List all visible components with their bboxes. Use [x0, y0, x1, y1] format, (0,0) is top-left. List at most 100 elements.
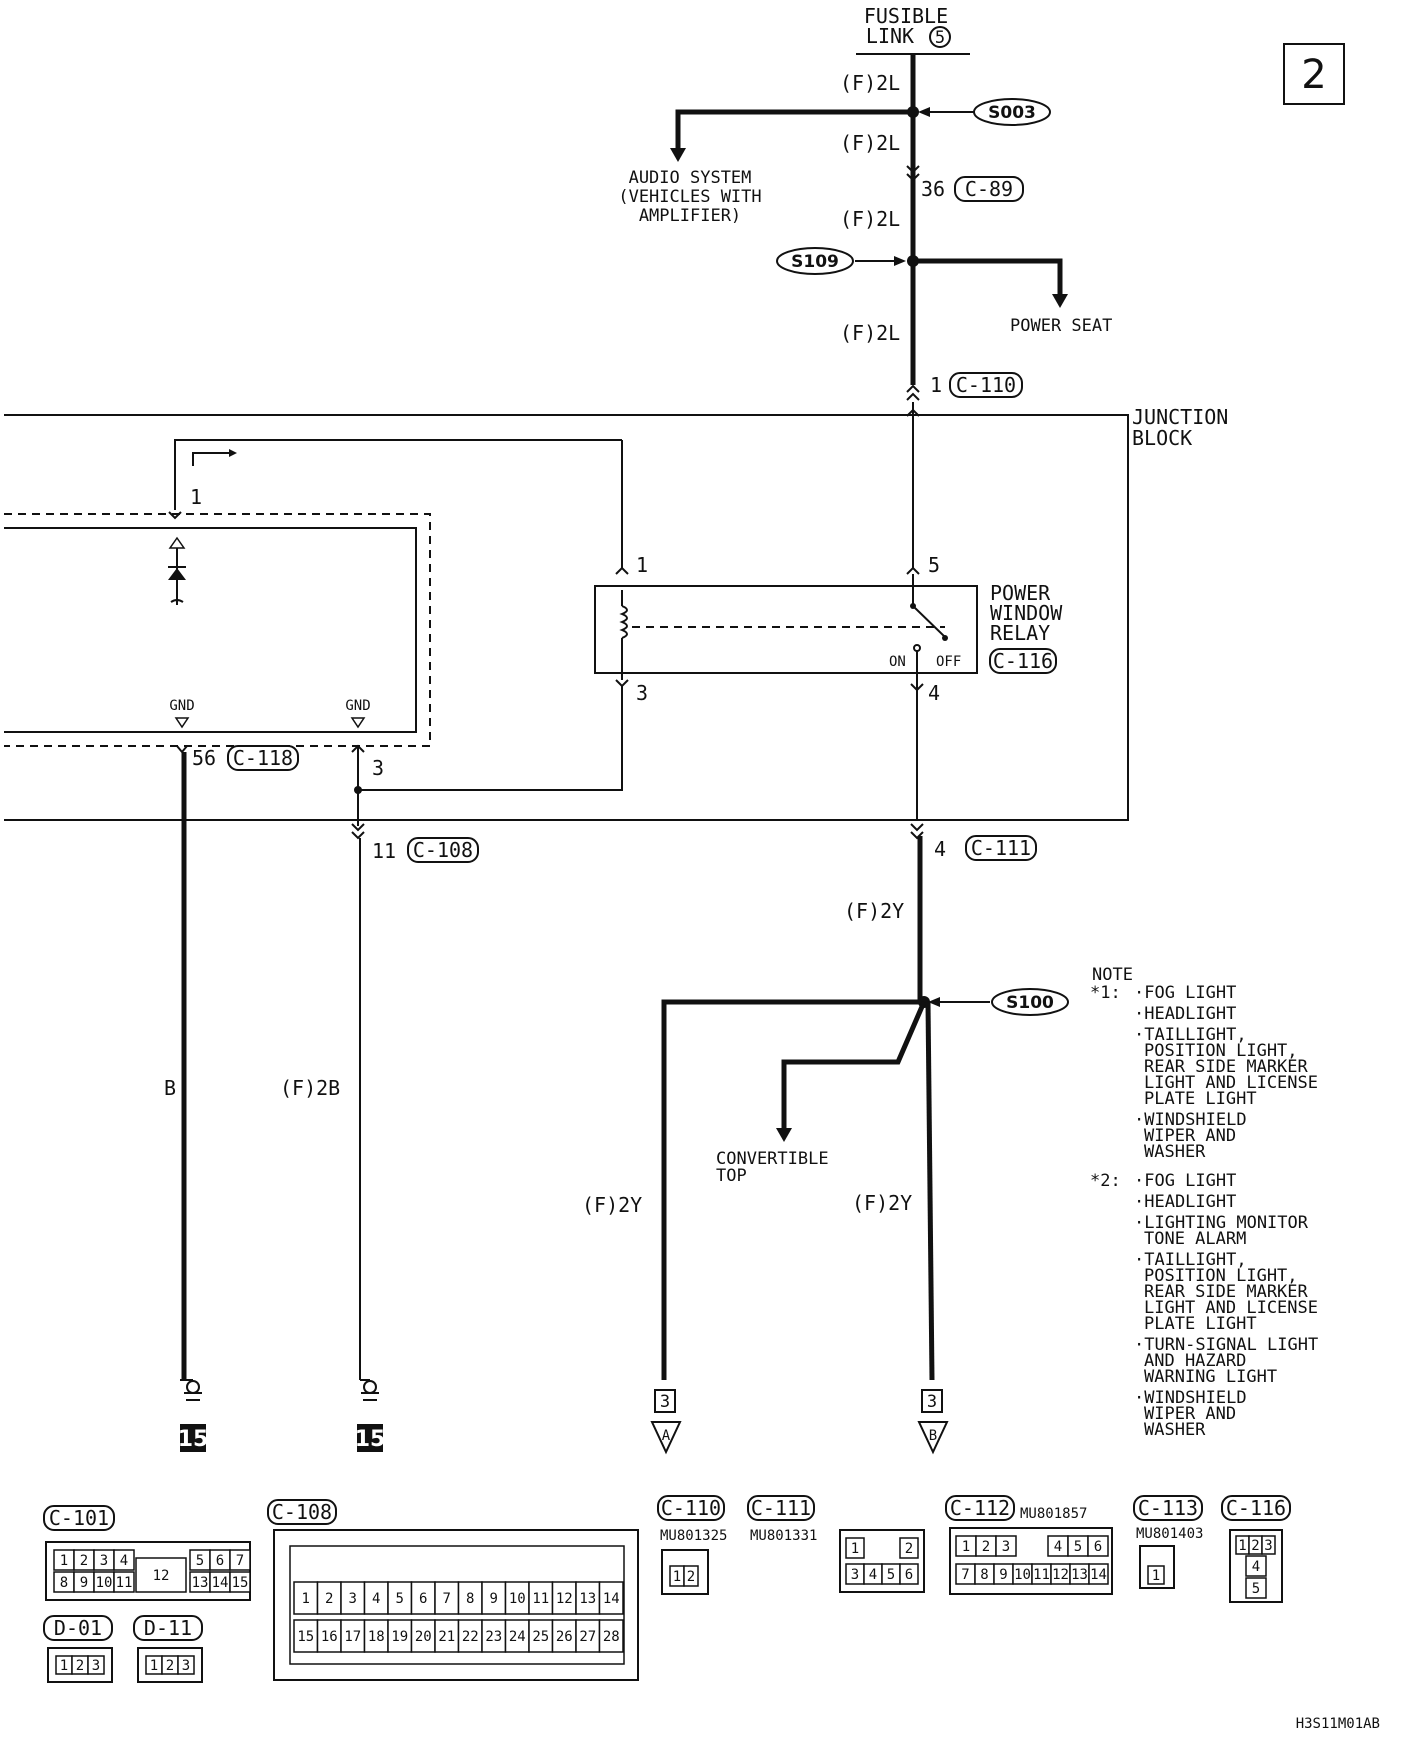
diagram-id: H3S11M01AB	[1296, 1716, 1380, 1732]
c108-label: C-108	[413, 838, 473, 862]
c116v-pin-number: 3	[1264, 1538, 1272, 1554]
wire-f2l-2: (F)2L	[840, 131, 900, 155]
relay-coil-icon	[619, 605, 628, 639]
c101-pin-number: 15	[232, 1575, 249, 1591]
c108-pin-number: 19	[391, 1629, 408, 1645]
note-title: NOTE	[1092, 965, 1133, 985]
gnd-label-1: GND	[169, 698, 194, 714]
c111v-housing	[839, 1529, 925, 1593]
audio-label-3: AMPLIFIER)	[639, 206, 741, 226]
junction-block-outline	[4, 414, 1129, 821]
c112v-pin-number: 14	[1090, 1567, 1107, 1583]
power-seat-label: POWER SEAT	[1010, 316, 1112, 336]
power-seat-arrow-icon	[1052, 294, 1068, 308]
c108-pin-number: 2	[325, 1591, 333, 1607]
d11-tag	[133, 1615, 203, 1641]
c108-pin-number: 27	[579, 1629, 596, 1645]
c108-pin-number: 22	[462, 1629, 479, 1645]
wire-f2l-4: (F)2L	[840, 321, 900, 345]
c116-label: C-116	[993, 649, 1053, 673]
wire-f2y-1: (F)2Y	[844, 899, 904, 923]
note-1-item: REAR SIDE MARKER	[1144, 1057, 1309, 1077]
c111v-pin	[899, 1563, 919, 1585]
c112v-label: C-112	[950, 1496, 1010, 1520]
c113v-pin	[1147, 1565, 1165, 1585]
c110v-pin	[683, 1565, 699, 1587]
relay-on-label: ON	[889, 654, 906, 670]
note-1-item: PLATE LIGHT	[1144, 1089, 1257, 1109]
c101-pin-number: 1	[60, 1553, 68, 1569]
note-1-item: ·FOG LIGHT	[1134, 983, 1236, 1003]
c108-housing	[273, 1529, 639, 1681]
offpage-a-box	[654, 1389, 676, 1413]
output-wire-a	[661, 999, 924, 1380]
c108-pin-number: 18	[368, 1629, 385, 1645]
c116v-tag	[1221, 1495, 1291, 1521]
c108-pin-number: 17	[344, 1629, 361, 1645]
wire-f2b-label: (F)2B	[280, 1076, 340, 1100]
c110-label: C-110	[956, 373, 1016, 397]
c112v-pin-number: 12	[1052, 1567, 1069, 1583]
power-seat-branch-wire	[913, 258, 1063, 296]
c112v-pin-number: 5	[1074, 1539, 1082, 1555]
c89-chevron-icon	[906, 165, 920, 174]
wire-f2l-1: (F)2L	[840, 71, 900, 95]
relay-pin1-chevron-icon	[615, 566, 629, 575]
c110v-pin-number: 2	[687, 1569, 695, 1585]
c110-tag	[949, 372, 1023, 398]
note-2-item: TONE ALARM	[1144, 1229, 1246, 1249]
c108-pin-number: 11	[532, 1591, 549, 1607]
c110v-label: C-110	[661, 1496, 721, 1520]
c108-pin-number: 15	[297, 1629, 314, 1645]
c116v-label: C-116	[1226, 1496, 1286, 1520]
offpage-b-box	[921, 1389, 943, 1413]
note-2-item: ·WINDSHIELD	[1134, 1388, 1247, 1408]
relay-name-3: RELAY	[990, 621, 1050, 645]
note-2-item: ·TAILLIGHT,	[1134, 1250, 1247, 1270]
splice-s109	[776, 247, 854, 275]
c101-pin-number: 3	[100, 1553, 108, 1569]
note-2-key: *2:	[1090, 1171, 1121, 1191]
convertible-branch-wire	[781, 1001, 927, 1130]
c108-tag	[407, 837, 479, 863]
note-2-item: ·TURN-SIGNAL LIGHT	[1134, 1335, 1318, 1355]
c101-housing	[45, 1541, 251, 1601]
c108-pin: 11	[372, 839, 396, 863]
gnd-triangle-icon-2	[350, 717, 366, 729]
left-unit-inner-outline	[4, 527, 417, 733]
c112v-part-number: MU801857	[1020, 1506, 1087, 1522]
gnd-label-2: GND	[345, 698, 370, 714]
relay-pin3-wire	[358, 686, 623, 791]
c112v-pin-number: 11	[1033, 1567, 1050, 1583]
note-block: NOTE*1:·FOG LIGHT·HEADLIGHT·TAILLIGHT,PO…	[1090, 965, 1318, 1440]
diode-icon	[168, 568, 186, 580]
power-window-relay-box	[594, 585, 978, 674]
note-1-item: ·HEADLIGHT	[1134, 1004, 1236, 1024]
c108-label: C-108	[272, 1500, 332, 1524]
c108-pin-number: 9	[490, 1591, 498, 1607]
wire-b-label: B	[164, 1076, 176, 1100]
c101-pin	[229, 1571, 251, 1593]
relay-pin5-chevron-icon	[906, 566, 920, 575]
c101-tag	[43, 1505, 115, 1531]
s100-arrow-icon	[928, 997, 940, 1007]
c112v-pin-number: 9	[999, 1567, 1007, 1583]
c113v-part-number: MU801403	[1136, 1526, 1203, 1542]
note-1-item: ·WINDSHIELD	[1134, 1110, 1247, 1130]
audio-branch-wire	[675, 109, 913, 150]
note-2-item: WARNING LIGHT	[1144, 1367, 1277, 1387]
d11-label: D-11	[144, 1616, 192, 1640]
c110v-part-number: MU801325	[660, 1528, 727, 1544]
c111-tag	[965, 835, 1037, 861]
ground-terminal-1	[186, 1380, 200, 1394]
convertible-label-2: TOP	[716, 1166, 747, 1186]
c108-pin-number: 5	[396, 1591, 404, 1607]
c101-pin-number: 14	[212, 1575, 229, 1591]
c116v-pin-number: 4	[1252, 1559, 1260, 1575]
c112v-pin	[995, 1535, 1017, 1557]
c101-pin-number: 13	[192, 1575, 209, 1591]
ground-ref-box-2	[357, 1424, 383, 1452]
note-2-item: REAR SIDE MARKER	[1144, 1282, 1309, 1302]
